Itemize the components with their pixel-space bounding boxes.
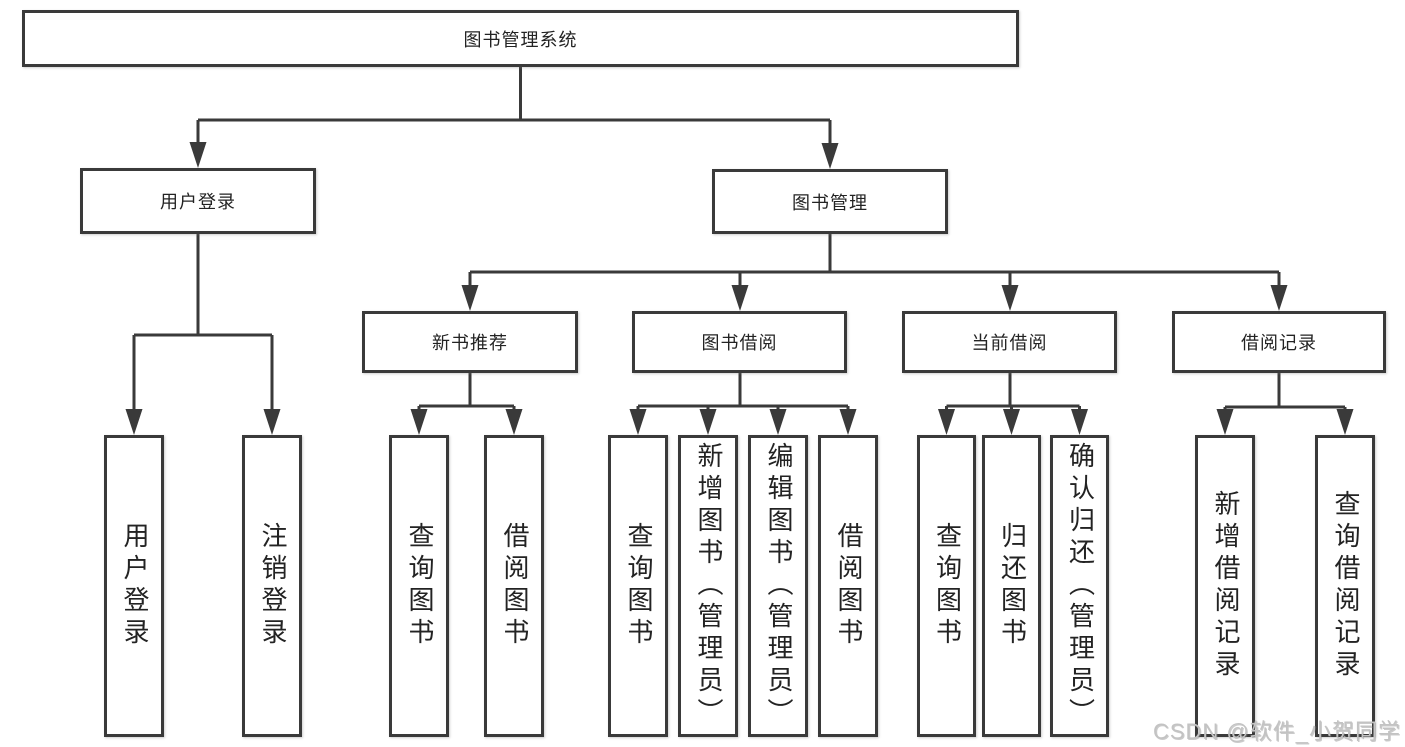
arrow-down-icon [461, 285, 479, 311]
node-user-login: 用户登录 [80, 168, 316, 234]
arrow-down-icon [731, 285, 749, 311]
node-label: 查询图书 [404, 522, 435, 650]
arrow-down-icon [1336, 409, 1354, 435]
connector-root-to-level2 [196, 67, 832, 151]
leaf-borrow-books: 借阅图书 [818, 435, 878, 737]
leaf-confirm-return-admin: 确认归还（管理员） [1050, 435, 1109, 737]
node-label: 借阅图书 [833, 522, 864, 650]
node-label: 查询图书 [932, 522, 963, 650]
node-label: 图书管理 [792, 192, 868, 213]
arrow-down-icon [125, 409, 143, 435]
node-new-book-recommendation: 新书推荐 [362, 311, 578, 373]
arrow-down-icon [1216, 409, 1234, 435]
arrow-down-icon [699, 409, 717, 435]
arrow-down-icon [1003, 409, 1020, 435]
node-current-borrowing: 当前借阅 [902, 311, 1117, 373]
node-label: 用户登录 [119, 522, 150, 650]
node-label: 当前借阅 [971, 333, 1048, 353]
connector-currentborrow-to-leaves [945, 373, 1081, 418]
arrow-down-icon [410, 409, 428, 435]
node-book-borrowing: 图书借阅 [632, 311, 847, 373]
node-label: 图书借阅 [701, 333, 778, 353]
arrow-down-icon [1071, 409, 1088, 435]
node-label: 编辑图书（管理员） [763, 442, 794, 730]
arrow-down-icon [505, 409, 523, 435]
leaf-return-books: 归还图书 [982, 435, 1041, 737]
arrow-down-icon [839, 409, 857, 435]
connector-records-to-leaves [1223, 373, 1347, 418]
arrow-down-icon [1270, 285, 1288, 311]
connector-bookmgmt-to-level3 [468, 234, 1281, 294]
node-label: 借阅图书 [499, 522, 530, 650]
leaf-logout: 注销登录 [242, 435, 302, 737]
node-label: 新书推荐 [432, 333, 508, 353]
connector-bookborrow-to-leaves [636, 373, 850, 418]
arrow-down-icon [263, 409, 281, 435]
arrow-down-icon [629, 409, 647, 435]
node-label: 新增图书（管理员） [693, 442, 724, 730]
arrow-down-icon [938, 409, 955, 435]
csdn-watermark: CSDN @软件_小贺同学 [1152, 719, 1401, 744]
node-label: 查询借阅记录 [1330, 490, 1361, 682]
leaf-user-login: 用户登录 [104, 435, 164, 737]
node-label: 图书管理系统 [463, 29, 578, 50]
connector-userlogin-to-leaves [132, 234, 274, 418]
leaf-add-borrow-record: 新增借阅记录 [1195, 435, 1255, 737]
arrow-down-icon [769, 409, 787, 435]
node-book-management: 图书管理 [712, 169, 948, 234]
node-label: 确认归还（管理员） [1065, 442, 1096, 730]
leaf-add-books-admin: 新增图书（管理员） [678, 435, 738, 737]
arrow-down-icon [821, 143, 839, 169]
leaf-query-books: 查询图书 [917, 435, 976, 737]
arrow-down-icon [189, 142, 207, 168]
node-label: 注销登录 [257, 522, 288, 650]
leaf-query-borrow-record: 查询借阅记录 [1315, 435, 1375, 737]
node-label: 借阅记录 [1241, 333, 1317, 353]
connector-newbooks-to-leaves [417, 373, 516, 418]
leaf-borrow-books: 借阅图书 [484, 435, 544, 737]
node-library-management-system: 图书管理系统 [22, 10, 1019, 67]
arrow-down-icon [1001, 285, 1019, 311]
node-label: 归还图书 [997, 522, 1028, 650]
node-label: 用户登录 [160, 192, 236, 212]
node-label: 查询图书 [623, 522, 654, 650]
node-label: 新增借阅记录 [1210, 490, 1241, 682]
leaf-query-books: 查询图书 [389, 435, 449, 737]
node-borrowing-records: 借阅记录 [1172, 311, 1386, 373]
leaf-edit-books-admin: 编辑图书（管理员） [748, 435, 808, 737]
leaf-query-books: 查询图书 [608, 435, 668, 737]
